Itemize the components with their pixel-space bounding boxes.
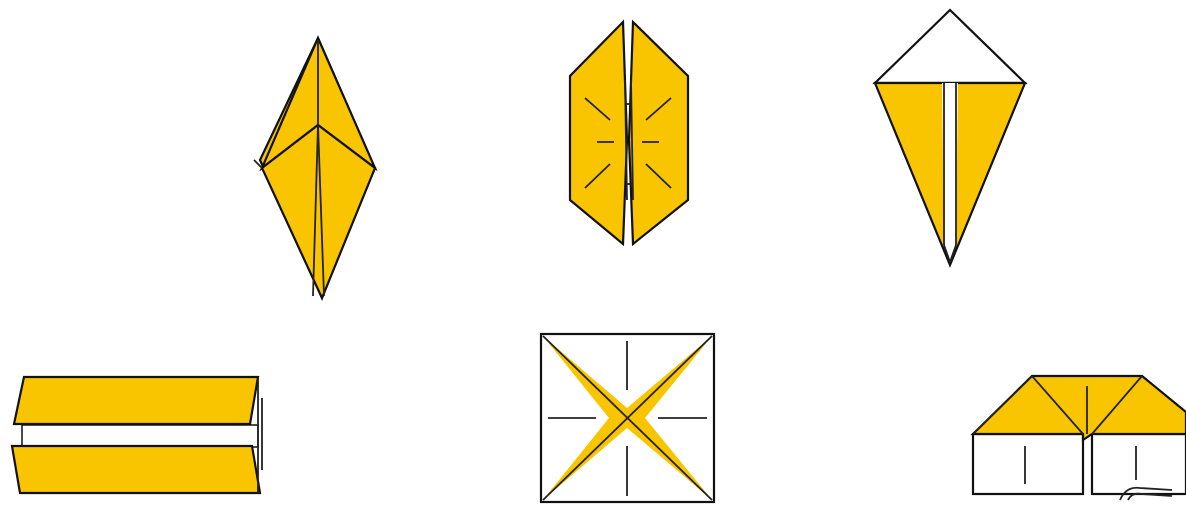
origami-step-square-x (541, 334, 714, 502)
origami-step-house (973, 376, 1186, 500)
origami-step-diamond-slit (254, 38, 375, 298)
origami-step-kite (875, 10, 1025, 265)
origami-step-folded-strips (12, 377, 262, 493)
origami-step-split-hexagon (570, 22, 688, 244)
